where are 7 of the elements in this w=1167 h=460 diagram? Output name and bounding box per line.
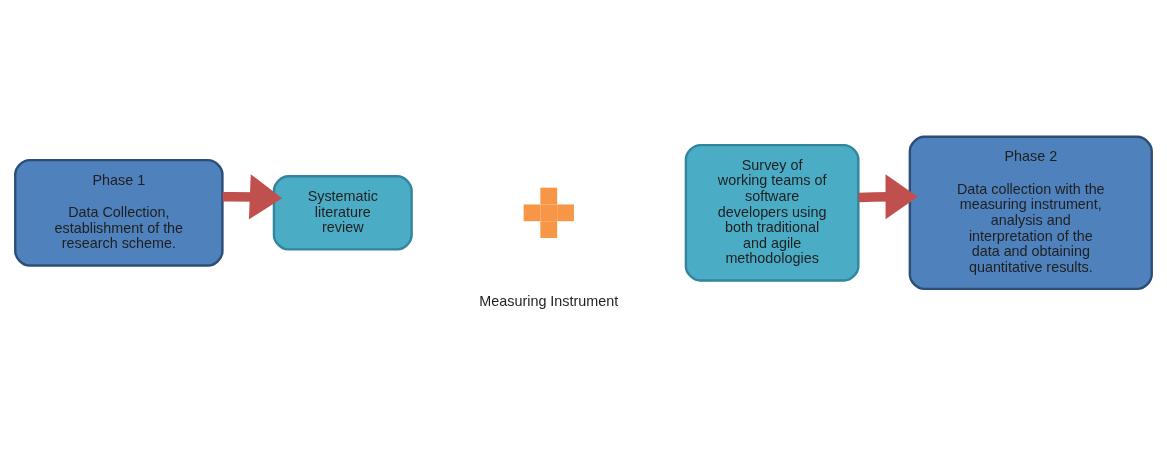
node-box: Systematic literature review (272, 174, 413, 251)
node-box: Phase 1 Data Collection, establishment of the research scheme. (14, 158, 224, 267)
node-box: Survey of working teams of software developers using both traditional and agile methodologies (684, 143, 860, 282)
label: Measuring Instrument (479, 292, 619, 309)
arrow (222, 173, 283, 219)
node-box: Phase 2 Data collection with the measuring instrument, analysis and interpretation of the data and obtaining quantitative results. (908, 135, 1153, 290)
arrow (858, 173, 918, 219)
